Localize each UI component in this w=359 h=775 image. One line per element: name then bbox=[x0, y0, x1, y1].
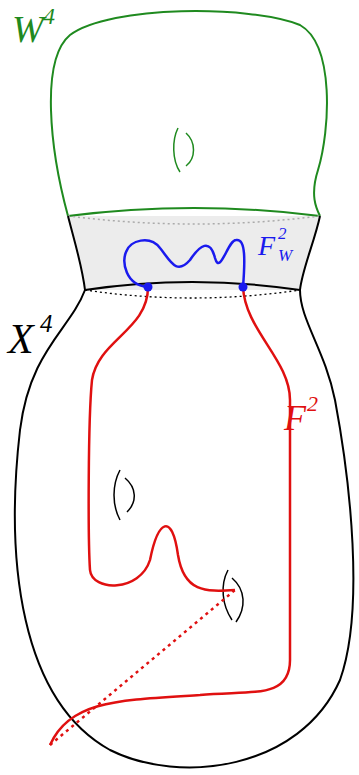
surface-name: F bbox=[284, 400, 306, 436]
manifold-name: X bbox=[8, 318, 34, 360]
subscript: W bbox=[278, 247, 292, 264]
manifold-name: W bbox=[12, 10, 44, 48]
superscript: 4 bbox=[43, 4, 55, 28]
superscript: 2 bbox=[278, 225, 287, 242]
superscript: 4 bbox=[40, 311, 53, 336]
superscript: 2 bbox=[307, 393, 318, 415]
surface-name: F bbox=[258, 232, 275, 260]
